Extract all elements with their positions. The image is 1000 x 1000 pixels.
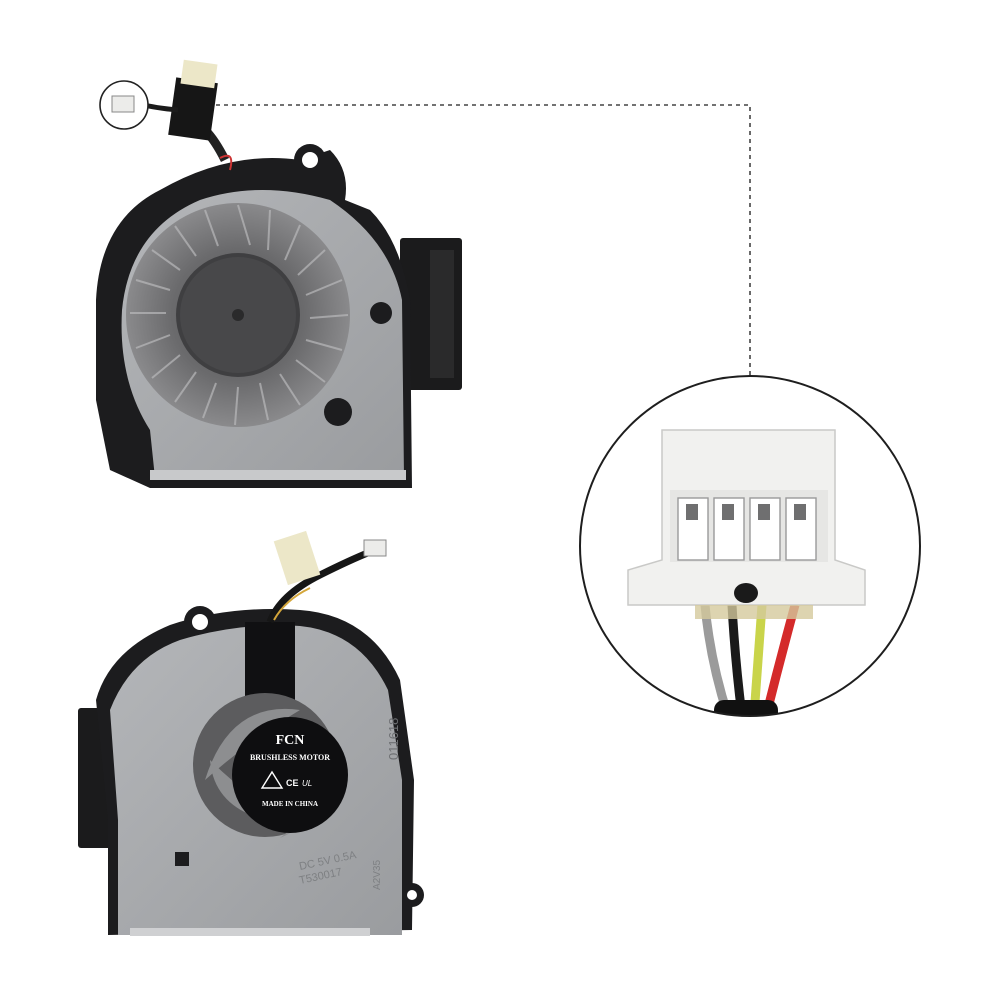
ce-mark-icon: CE (286, 778, 299, 788)
top-fan-screw-boss (324, 398, 352, 426)
top-fan-connector (111, 95, 135, 113)
sticker-brand: FCN (276, 733, 305, 748)
top-fan (96, 59, 462, 488)
bottom-fan-cable-label (273, 530, 321, 586)
warning-triangle-icon (260, 770, 284, 789)
bottom-fan-connector (363, 539, 387, 557)
sticker-line2: MADE IN CHINA (262, 800, 318, 808)
bottom-fan: FCN BRUSHLESS MOTOR CE UL MADE IN CHINA … (78, 530, 424, 936)
top-fan-cable-label (180, 59, 218, 89)
top-fan-screw-boss (370, 302, 392, 324)
callout-dashed-line (216, 104, 751, 376)
cover-side-code: A2V35 (372, 860, 383, 890)
fcn-sticker (232, 717, 348, 833)
connector-ink-mark (734, 583, 758, 603)
cover-code-vertical: 011618 (386, 718, 401, 760)
connector-magnifier (579, 375, 921, 717)
top-fan-cable-tape (168, 77, 218, 141)
ul-mark-icon: UL (302, 779, 312, 788)
sticker-line1: BRUSHLESS MOTOR (250, 753, 330, 762)
